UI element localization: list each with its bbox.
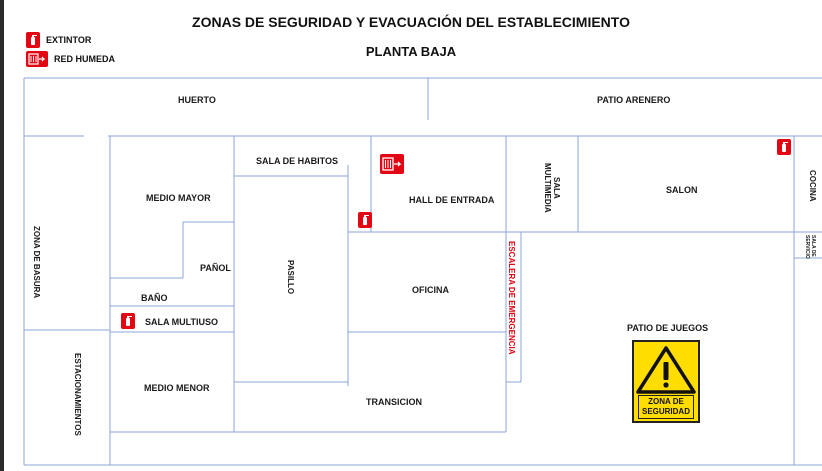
safety-zone-label: ZONA DE SEGURIDAD bbox=[638, 395, 694, 419]
room-cocina: COCINA bbox=[808, 170, 817, 202]
room-bano: BAÑO bbox=[141, 293, 168, 303]
room-medio-mayor: MEDIO MAYOR bbox=[146, 193, 211, 203]
room-zona-basura: ZONA DE BASURA bbox=[32, 226, 41, 299]
room-sala-servicio: SALA DE SERVICIO bbox=[804, 235, 816, 259]
room-sala-multimedia: SALA MULTIMEDIA bbox=[543, 163, 561, 213]
legend-extinguisher-label: EXTINTOR bbox=[46, 35, 92, 45]
room-salon: SALON bbox=[666, 185, 698, 195]
plan-subtitle: PLANTA BAJA bbox=[365, 44, 457, 59]
room-estacionamiento: ESTACIONAMIENTOS bbox=[73, 353, 82, 436]
extinguisher-icon bbox=[121, 313, 135, 329]
legend-extinguisher: EXTINTOR bbox=[26, 32, 91, 48]
extinguisher-icon bbox=[777, 139, 791, 155]
fire-hose-icon bbox=[26, 51, 48, 67]
page-edge bbox=[0, 0, 4, 471]
safety-zone-sign: ZONA DE SEGURIDAD bbox=[632, 340, 700, 423]
room-hall-entrada: HALL DE ENTRADA bbox=[409, 195, 495, 205]
fire-hose-icon bbox=[380, 154, 404, 174]
legend-hose: RED HUMEDA bbox=[26, 51, 115, 67]
room-medio-menor: MEDIO MENOR bbox=[144, 383, 210, 393]
room-panol: PAÑOL bbox=[200, 263, 231, 273]
plan-title: ZONAS DE SEGURIDAD Y EVACUACIÓN DEL ESTA… bbox=[192, 14, 630, 30]
room-patio-juegos: PATIO DE JUEGOS bbox=[627, 323, 709, 333]
room-huerto: HUERTO bbox=[178, 95, 216, 105]
room-transicion: TRANSICION bbox=[366, 397, 422, 407]
room-patio-arenero: PATIO ARENERO bbox=[597, 95, 671, 105]
legend-hose-label: RED HUMEDA bbox=[54, 54, 116, 64]
room-pasillo: PASILLO bbox=[286, 260, 295, 295]
room-sala-multiuso: SALA MULTIUSO bbox=[145, 317, 218, 327]
extinguisher-icon bbox=[26, 32, 40, 48]
warning-triangle-icon bbox=[636, 346, 696, 394]
room-sala-habitos: SALA DE HABITOS bbox=[256, 156, 339, 166]
extinguisher-icon bbox=[358, 212, 372, 228]
room-escalera-emergencia: ESCALERA DE EMERGENCIA bbox=[507, 241, 516, 355]
room-oficina: OFICINA bbox=[412, 285, 449, 295]
